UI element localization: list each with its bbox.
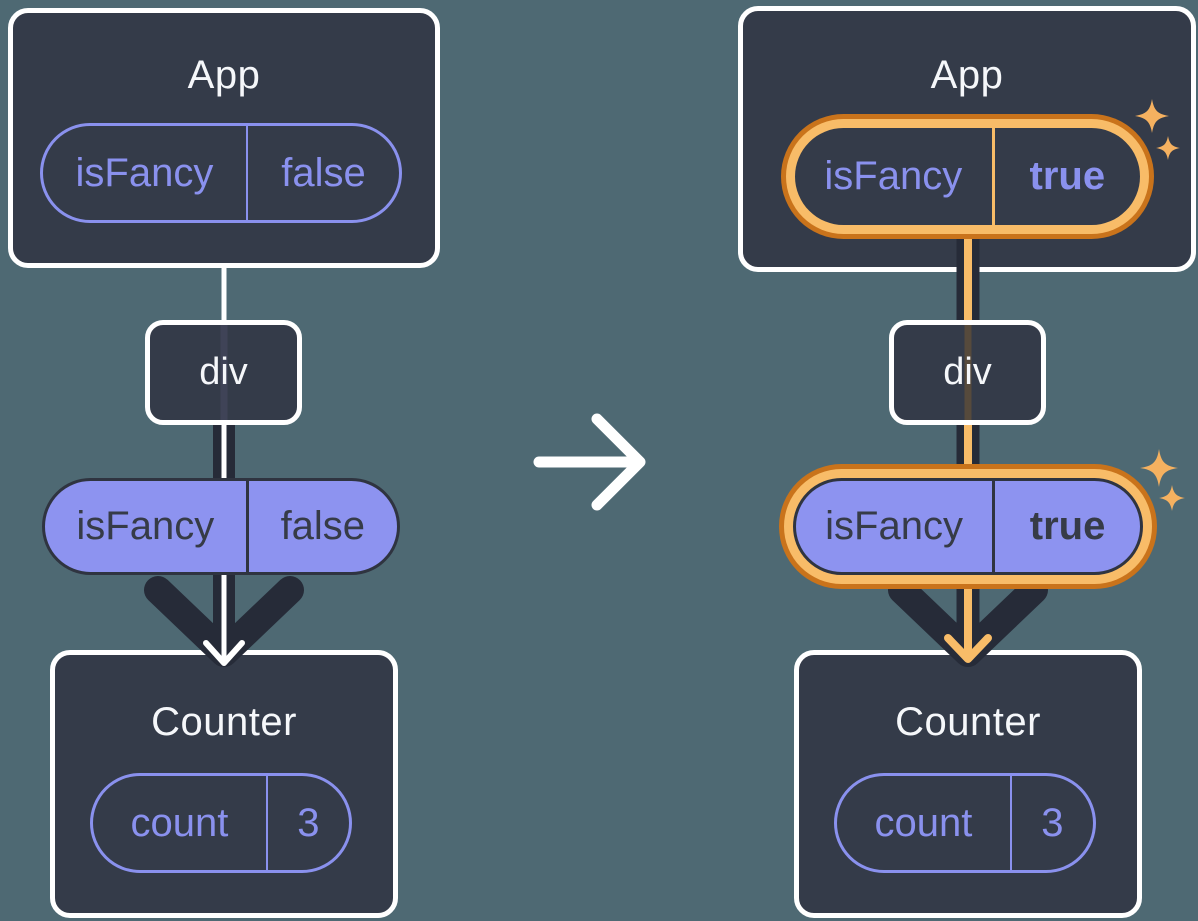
div-node-before: div	[145, 320, 302, 425]
state-key: count	[837, 776, 1012, 870]
app-state-pill-before: isFancy false	[40, 123, 402, 223]
app-title-before: App	[187, 52, 261, 97]
prop-value: false	[280, 504, 366, 548]
div-label: div	[943, 351, 992, 393]
counter-title-after: Counter	[895, 699, 1041, 744]
arrow-down-highlight-icon	[888, 565, 1048, 667]
prop-pill-after-highlighted: isFancy true	[793, 478, 1143, 575]
div-label: div	[199, 351, 248, 393]
prop-key: isFancy	[45, 481, 249, 572]
counter-state-pill-before: count 3	[90, 773, 352, 873]
state-key: isFancy	[43, 126, 248, 220]
prop-pill-before: isFancy false	[42, 478, 400, 575]
state-value: 3	[297, 800, 320, 845]
state-value: 3	[1041, 800, 1064, 845]
state-key: isFancy	[795, 128, 995, 225]
state-value: false	[281, 150, 366, 195]
app-state-pill-after-highlighted: isFancy true	[795, 128, 1140, 225]
state-key: count	[93, 776, 268, 870]
connector-through-stripe	[220, 325, 227, 420]
div-node-after: div	[889, 320, 1046, 425]
counter-title-before: Counter	[151, 699, 297, 744]
connector-through-stripe	[964, 325, 971, 420]
prop-key: isFancy	[796, 481, 996, 572]
arrow-right-icon	[533, 413, 646, 511]
counter-state-pill-after: count 3	[834, 773, 1096, 873]
sparkle-icon	[1140, 449, 1185, 511]
prop-value: true	[1029, 504, 1106, 548]
state-value: true	[1029, 154, 1106, 198]
app-title-after: App	[930, 52, 1004, 97]
